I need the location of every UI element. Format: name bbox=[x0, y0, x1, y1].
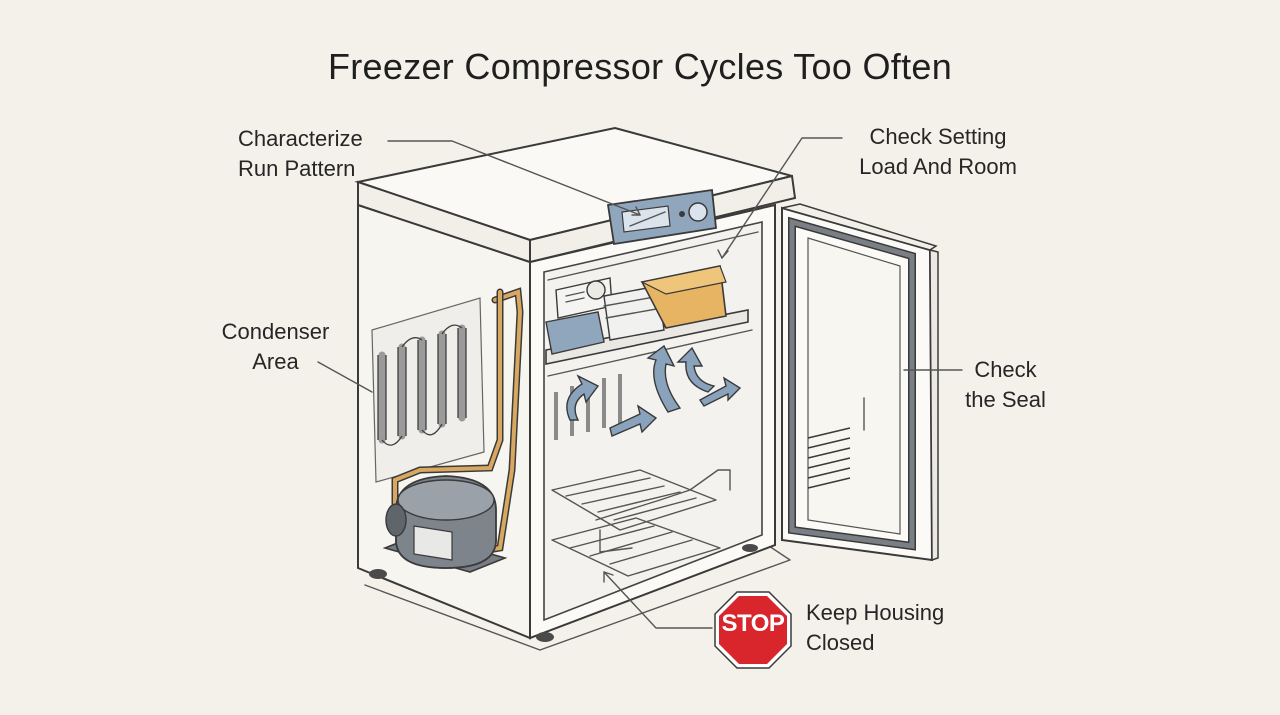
bottom-rack bbox=[551, 469, 731, 577]
control-panel bbox=[606, 188, 717, 246]
callout-line: Run Pattern bbox=[238, 156, 356, 181]
callout-characterize-run-pattern: Characterize Run Pattern bbox=[238, 124, 363, 184]
interior-thermostat bbox=[555, 277, 613, 319]
callout-line: Keep Housing bbox=[806, 600, 945, 625]
stop-sign-text: STOP bbox=[721, 610, 785, 637]
compressor bbox=[382, 475, 508, 573]
condenser-coil bbox=[371, 297, 485, 483]
page-title: Freezer Compressor Cycles Too Often bbox=[327, 46, 953, 87]
leader-setting bbox=[721, 137, 843, 259]
callout-line: the Seal bbox=[965, 387, 1046, 412]
callout-line: Closed bbox=[806, 630, 875, 655]
callout-line: Area bbox=[252, 349, 299, 374]
food-boxes bbox=[545, 265, 727, 355]
foot bbox=[369, 569, 387, 579]
callout-check-setting: Check Setting Load And Room bbox=[838, 122, 1038, 182]
leader-lines bbox=[317, 137, 963, 629]
callout-check-seal: Check the Seal bbox=[958, 355, 1053, 415]
callout-line: Load And Room bbox=[859, 154, 1017, 179]
airflow-arrows bbox=[566, 344, 742, 437]
callout-line: Check bbox=[974, 357, 1037, 382]
callout-keep-housing-closed: Keep Housing Closed bbox=[806, 598, 944, 658]
door-vent bbox=[807, 427, 851, 489]
callout-line: Check Setting bbox=[869, 124, 1007, 149]
callout-condenser-area: Condenser Area bbox=[208, 317, 343, 377]
callout-line: Condenser bbox=[221, 319, 330, 344]
leader-condenser bbox=[317, 361, 373, 393]
foot bbox=[742, 544, 758, 552]
freezer-door bbox=[781, 203, 939, 562]
floor-shadow bbox=[364, 539, 791, 651]
leader-characterize bbox=[387, 140, 641, 216]
stop-sign bbox=[714, 591, 792, 669]
leader-housing bbox=[603, 571, 713, 629]
foot bbox=[536, 632, 554, 642]
callout-line: Characterize bbox=[238, 126, 363, 151]
